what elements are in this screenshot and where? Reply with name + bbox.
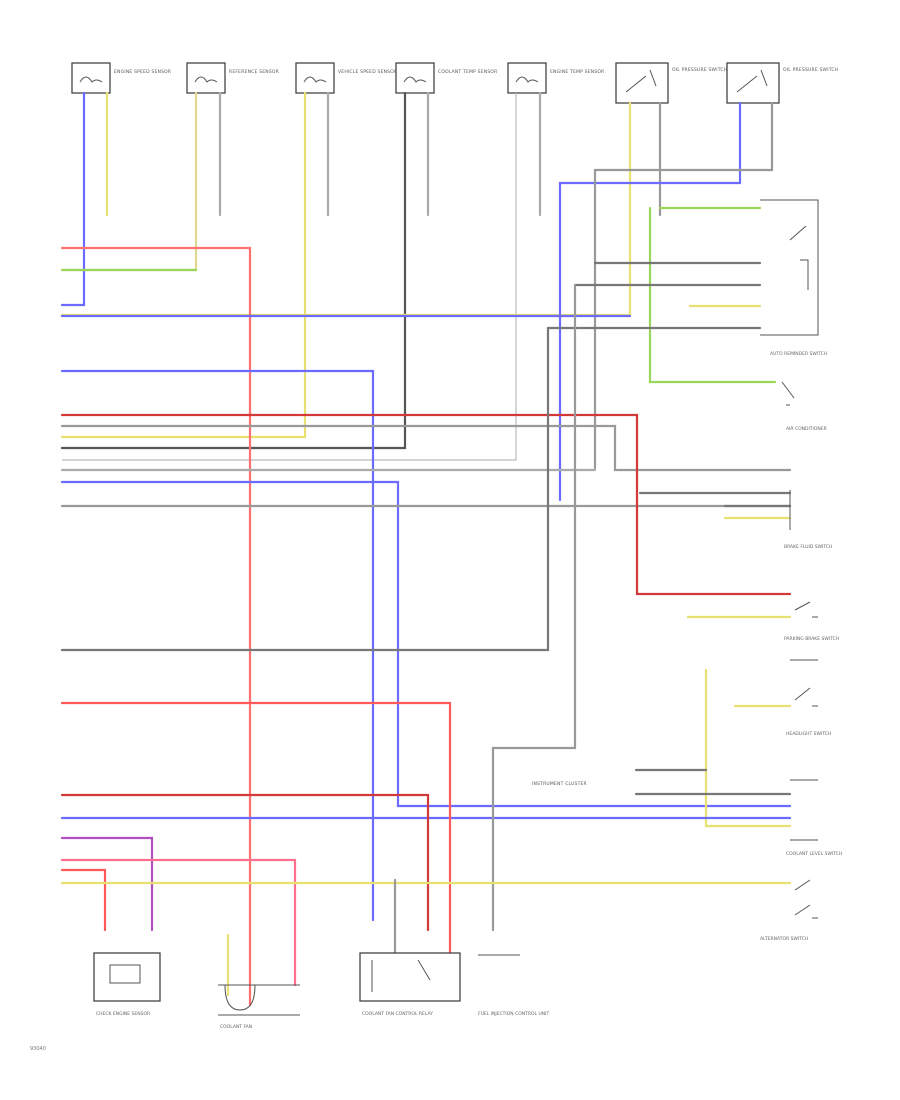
bottom-component-b2-label: COOLANT FAN [220, 1024, 252, 1030]
bottom-component-b4-label: FUEL INJECTION CONTROL UNIT [478, 1011, 549, 1017]
wire-s5-gray [62, 93, 517, 461]
right-switch-r5-label: HEADLIGHT SWITCH [786, 731, 831, 737]
right-switch-r3: BRAKE FLUID SWITCH [784, 490, 832, 550]
wire-darkred-lower [60, 793, 430, 932]
right-switch-r7: ALTERNATOR SWITCH [760, 879, 818, 942]
top-sensor-s2: REFERENCE SENSOR [186, 62, 279, 94]
wire-darkred-bus [60, 413, 639, 440]
wire-s3-yellow [60, 91, 307, 439]
wire-red-lower [60, 701, 452, 962]
wire-violet-1 [60, 836, 154, 932]
wire-darkred-drop [635, 436, 792, 596]
wire-blue-2 [60, 369, 375, 922]
wire-yellow-head [704, 668, 792, 828]
wires [60, 91, 792, 1007]
bottom-component-b1-label: CHECK ENGINE SENSOR [96, 1011, 150, 1017]
top-sensor-s3-label: VEHICLE SPEED SENSOR [338, 69, 397, 75]
wire-s1-blue [60, 91, 86, 307]
right-switch-r2: AIR CONDITIONER [781, 381, 827, 432]
wire-s7-gray [593, 101, 774, 470]
right-switch-r6: COOLANT LEVEL SWITCH [786, 779, 842, 857]
wire-gray-alt [491, 283, 577, 932]
top-sensor-s1-label: ENGINE SPEED SENSOR [114, 69, 171, 75]
top-sensor-s3: VEHICLE SPEED SENSOR [295, 62, 397, 94]
top-sensor-s6: OIL PRESSURE SWITCH [615, 62, 727, 104]
right-switch-r3-label: BRAKE FLUID SWITCH [784, 544, 832, 550]
wire-red-top [60, 246, 252, 1007]
wire-green-right [648, 206, 777, 384]
top-sensor-s7: OIL PRESSURE SWITCH [726, 62, 838, 104]
top-sensor-s4-label: COOLANT TEMP SENSOR [438, 69, 497, 75]
wire-s4-darkgray [60, 91, 407, 450]
bottom-component-b4: FUEL INJECTION CONTROL UNIT [478, 954, 549, 1017]
top-sensor-s1: ENGINE SPEED SENSOR [71, 62, 171, 94]
right-switch-r1-label: AUTO REMINDER SWITCH [770, 351, 827, 357]
top-sensor-s2-label: REFERENCE SENSOR [229, 69, 279, 75]
right-switch-r6-label: COOLANT LEVEL SWITCH [786, 851, 842, 857]
top-sensor-s6-label: OIL PRESSURE SWITCH [672, 67, 727, 73]
wire-s6-yellow [60, 101, 632, 317]
instrument-cluster-label: INSTRUMENT CLUSTER [532, 781, 587, 787]
right-switch-r2-label: AIR CONDITIONER [786, 426, 827, 432]
right-switch-r7-label: ALTERNATOR SWITCH [760, 936, 808, 942]
wire-pink-1 [60, 858, 297, 987]
bottom-component-b1: CHECK ENGINE SENSOR [93, 952, 161, 1017]
wire-s2-yellowgray [60, 91, 198, 272]
bottom-component-b3-label: COOLANT FAN CONTROL RELAY [362, 1011, 433, 1017]
top-sensor-s5-label: ENGINE TEMP SENSOR [550, 69, 604, 75]
page-id: 93040 [30, 1046, 46, 1052]
top-sensor-s7-label: OIL PRESSURE SWITCH [783, 67, 838, 73]
bottom-component-b2: COOLANT FAN [218, 984, 300, 1030]
right-switch-r1: AUTO REMINDER SWITCH [760, 199, 827, 357]
top-sensor-s4: COOLANT TEMP SENSOR [395, 62, 497, 94]
wire-blue-bus [60, 480, 792, 808]
right-switch-r4-label: PARKING BRAKE SWITCH [784, 636, 839, 642]
bottom-component-b3: COOLANT FAN CONTROL RELAY [359, 952, 461, 1017]
top-sensor-s5: ENGINE TEMP SENSOR [507, 62, 604, 94]
right-switch-r5: HEADLIGHT SWITCH [786, 659, 831, 737]
wire-gray-bus-1 [60, 424, 792, 472]
wire-gray-r5 [60, 326, 550, 652]
wire-red-2 [60, 868, 107, 932]
wire-s7-blue [558, 101, 742, 502]
right-switch-r4: PARKING BRAKE SWITCH [784, 601, 839, 642]
